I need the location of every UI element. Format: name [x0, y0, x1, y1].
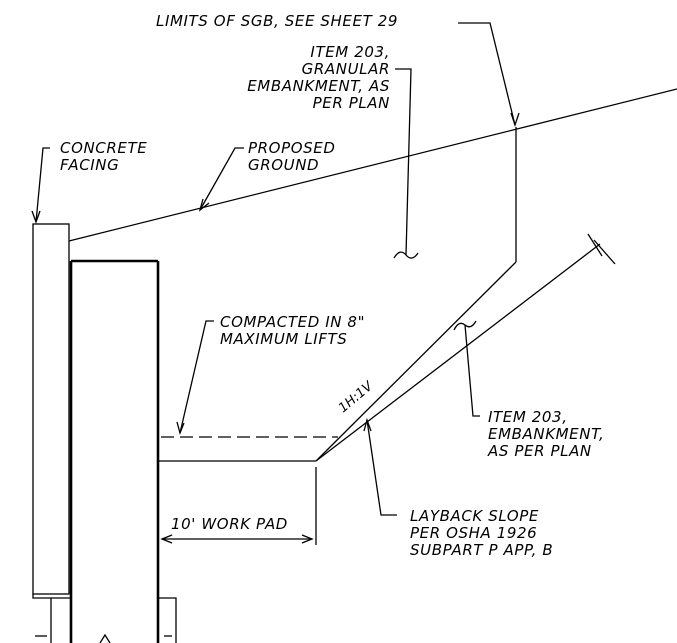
compacted-lifts-label: COMPACTED IN 8" MAXIMUM LIFTS	[220, 313, 366, 348]
limits-sgb-leader	[458, 22, 516, 126]
item203-granular-label: ITEM 203, GRANULAR EMBANKMENT, AS PER PL…	[247, 43, 390, 112]
layback-slope-label: LAYBACK SLOPE PER OSHA 1926 SUBPART P AP…	[410, 507, 554, 559]
proposed-ground-leader	[199, 147, 244, 211]
layback-leader	[366, 419, 397, 516]
item203-embankment-label: ITEM 203, EMBANKMENT, AS PER PLAN	[488, 408, 605, 460]
embankment-leader	[464, 324, 480, 417]
compacted-leader	[179, 320, 214, 434]
proposed-ground-line	[68, 88, 677, 242]
footing-outline	[32, 594, 177, 643]
slope-break-mark	[587, 233, 616, 265]
concrete-facing-label: CONCRETE FACING	[60, 139, 148, 174]
concrete-facing-leader	[35, 147, 50, 223]
proposed-ground-label: PROPOSED GROUND	[248, 139, 336, 174]
granular-leader	[395, 68, 412, 256]
concrete-facing-panel	[32, 223, 70, 595]
layback-slope-line	[315, 243, 601, 462]
work-pad-dimension	[160, 467, 317, 545]
slope-ratio-label: 1H:1V	[336, 378, 377, 416]
wall-block	[69, 259, 160, 643]
sgb-limit-slope-line	[315, 261, 517, 462]
work-pad-label: 10' WORK PAD	[171, 515, 288, 533]
limits-sgb-label: LIMITS OF SGB, SEE SHEET 29	[156, 12, 398, 30]
